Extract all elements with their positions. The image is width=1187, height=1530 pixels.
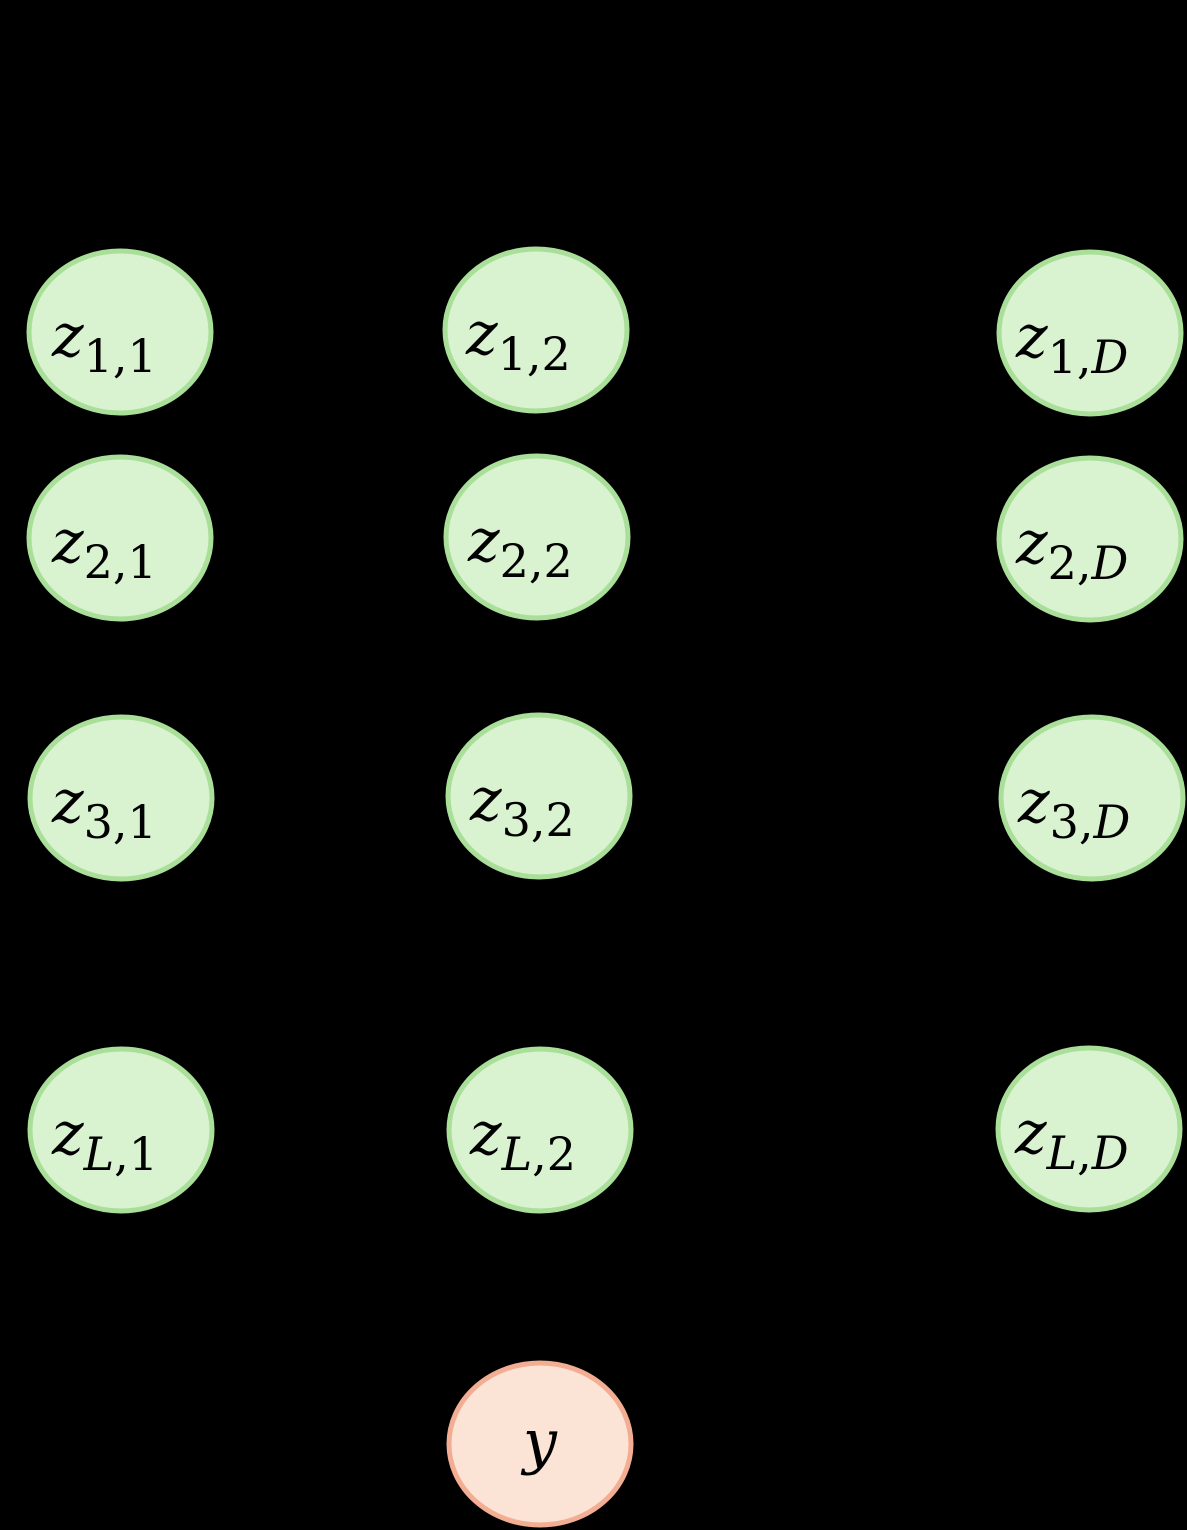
svg-text:z2,1: z2,1 <box>51 507 157 589</box>
node-z-L-D-sub: L,D <box>1046 1126 1129 1180</box>
node-z-2-D-sub: 2,D <box>1048 536 1129 590</box>
node-y: y <box>446 1360 634 1528</box>
svg-text:zL,1: zL,1 <box>51 1099 158 1181</box>
node-z-L-1: zL,1 <box>27 1046 215 1214</box>
node-z-2-2: z2,2 <box>443 453 631 621</box>
node-z-3-1-sub: 3,1 <box>84 795 157 849</box>
node-z-L-1-base: z <box>51 1099 84 1169</box>
node-z-1-D-base: z <box>1015 302 1048 372</box>
node-z-1-1-base: z <box>51 301 84 371</box>
svg-text:z3,1: z3,1 <box>51 767 157 849</box>
svg-text:z1,D: z1,D <box>1015 302 1128 384</box>
node-z-3-D-base: z <box>1017 767 1050 837</box>
node-z-3-D: z3,D <box>998 714 1186 882</box>
svg-text:y: y <box>520 1407 558 1477</box>
node-z-L-2-sub: L,2 <box>501 1127 576 1181</box>
svg-text:z3,2: z3,2 <box>469 765 575 847</box>
node-z-L-D: zL,D <box>995 1045 1183 1213</box>
node-y-base: y <box>520 1407 558 1477</box>
svg-text:z3,D: z3,D <box>1017 767 1130 849</box>
node-z-1-D: z1,D <box>996 249 1184 417</box>
node-z-1-1: z1,1 <box>26 248 214 416</box>
node-z-L-D-base: z <box>1014 1098 1047 1168</box>
node-z-L-2: zL,2 <box>446 1046 634 1214</box>
node-z-1-2-sub: 1,2 <box>498 327 571 381</box>
svg-text:z1,2: z1,2 <box>465 299 571 381</box>
node-z-2-2-base: z <box>467 506 500 576</box>
node-z-3-2-sub: 3,2 <box>502 793 575 847</box>
node-z-2-2-sub: 2,2 <box>500 534 573 588</box>
node-z-L-1-sub: L,1 <box>83 1127 158 1181</box>
node-z-2-1-sub: 2,1 <box>84 535 157 589</box>
node-z-3-1: z3,1 <box>27 714 215 882</box>
node-z-3-2: z3,2 <box>445 712 633 880</box>
node-z-1-2-base: z <box>465 299 498 369</box>
node-z-1-D-sub: 1,D <box>1048 330 1129 384</box>
svg-text:z1,1: z1,1 <box>51 301 157 383</box>
svg-text:z2,2: z2,2 <box>467 506 573 588</box>
node-z-2-1-base: z <box>51 507 84 577</box>
node-z-2-D-base: z <box>1015 508 1048 578</box>
node-z-2-D: z2,D <box>996 455 1184 623</box>
svg-text:z2,D: z2,D <box>1015 508 1128 590</box>
svg-text:zL,D: zL,D <box>1014 1098 1129 1180</box>
node-z-1-2: z1,2 <box>442 246 630 414</box>
node-z-1-1-sub: 1,1 <box>84 329 157 383</box>
svg-text:zL,2: zL,2 <box>469 1099 576 1181</box>
node-z-2-1: z2,1 <box>26 454 214 622</box>
node-z-3-2-base: z <box>469 765 502 835</box>
node-z-L-2-base: z <box>469 1099 502 1169</box>
node-z-3-1-base: z <box>51 767 84 837</box>
node-z-3-D-sub: 3,D <box>1050 795 1131 849</box>
